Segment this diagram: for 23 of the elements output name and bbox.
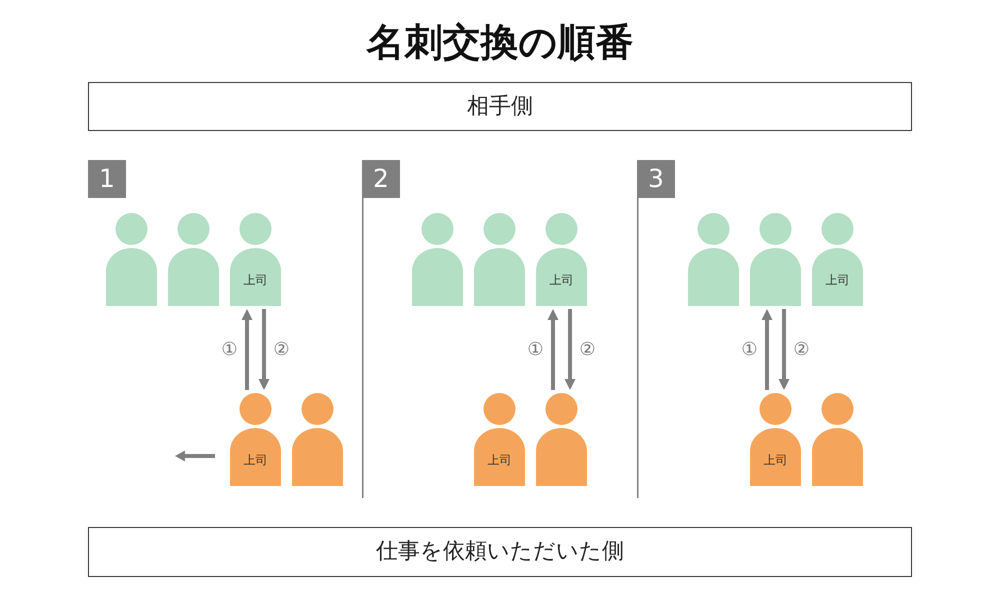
group-label: 仕事を依頼いただいた側 [376,538,624,566]
step-badge [637,160,675,198]
step-badge [362,160,400,198]
person-label: 上司 [824,272,850,288]
step-badge [88,160,126,198]
arrow [242,309,252,390]
arrow [258,309,270,390]
person-label: 上司 [242,452,268,468]
person-label: 上司 [486,452,512,468]
group-box [88,82,912,131]
title: 名刺交換の順番 [366,19,634,66]
person-label: 上司 [548,272,574,288]
group-label: 相手側 [467,92,533,120]
person-label: 上司 [762,452,788,468]
arrow [564,309,576,390]
arrow [778,309,790,390]
group-box [88,527,912,577]
person-label: 上司 [242,272,268,288]
step-number: 3 [648,164,664,194]
arrow [548,309,558,390]
arrow [762,309,772,390]
step-number: 2 [373,164,389,194]
step-number: 1 [99,164,115,194]
